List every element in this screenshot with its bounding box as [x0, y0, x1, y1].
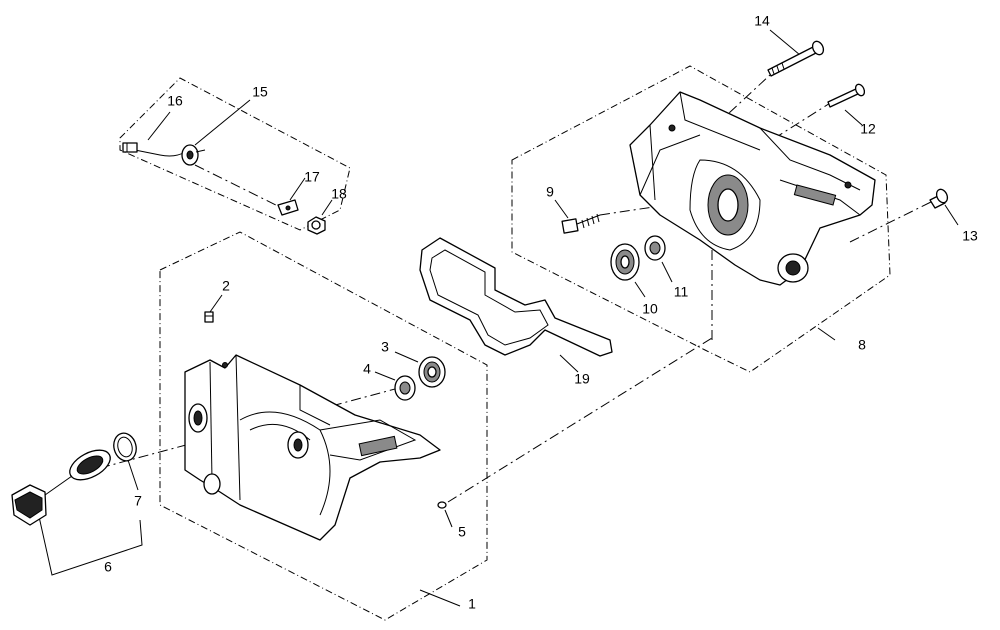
leader-8: [817, 327, 836, 341]
gasket-19: [419, 237, 613, 357]
ignition-wire-15: [134, 144, 206, 166]
axis-pin-5: [447, 337, 713, 503]
label-part-12: 12: [860, 121, 876, 137]
label-part-11: 11: [674, 284, 689, 300]
bearing-10: [610, 243, 640, 281]
crankcase-right-half: [629, 91, 876, 286]
leader-1: [419, 589, 461, 607]
label-part-17: 17: [304, 169, 320, 185]
axis-ignition: [194, 164, 291, 213]
seal-11: [644, 235, 666, 261]
leader-9: [554, 199, 569, 219]
leader-17: [289, 177, 306, 201]
leader-16: [147, 111, 171, 141]
terminal-16: [122, 142, 138, 153]
screw-9: [561, 213, 601, 234]
leader-6: [37, 511, 143, 576]
crankcase-left-half: [184, 354, 441, 541]
leader-14: [769, 29, 801, 56]
pin-5: [437, 501, 447, 509]
leader-7: [127, 459, 139, 491]
ignition-wire-group-outline: [119, 77, 351, 231]
label-part-14: 14: [754, 13, 770, 29]
label-part-16: 16: [167, 93, 183, 109]
leader-10: [634, 281, 646, 298]
cap-assembly-6: [11, 449, 111, 526]
ring-7: [113, 432, 137, 462]
label-part-7: 7: [134, 493, 142, 509]
label-part-15: 15: [252, 84, 268, 100]
leader-18: [321, 199, 333, 216]
label-part-18: 18: [331, 186, 347, 202]
leader-2: [209, 294, 223, 313]
crankcase-right-group-outline: [511, 65, 891, 373]
label-part-19: 19: [574, 371, 590, 387]
leader-12: [844, 109, 863, 126]
screw-2: [204, 311, 214, 323]
leader-13: [944, 204, 959, 226]
leader-19: [559, 354, 579, 373]
label-part-6: 6: [104, 559, 112, 575]
seal-4: [394, 375, 416, 401]
bolt-13: [929, 188, 949, 209]
leader-5: [444, 509, 453, 528]
axis-bolt-13: [849, 199, 936, 243]
label-part-3: 3: [381, 339, 389, 355]
nut-18: [307, 216, 326, 235]
crankcase-left-group-outline: [159, 231, 488, 621]
label-part-4: 4: [363, 361, 371, 377]
label-part-10: 10: [642, 301, 658, 317]
leader-15: [194, 99, 251, 146]
label-part-5: 5: [458, 524, 466, 540]
label-part-9: 9: [546, 184, 554, 200]
label-part-1: 1: [468, 596, 476, 612]
bolt-12: [827, 83, 866, 108]
leader-11: [661, 261, 673, 283]
label-part-2: 2: [222, 278, 230, 294]
label-part-13: 13: [962, 228, 978, 244]
label-part-8: 8: [858, 337, 866, 353]
bearing-3: [418, 356, 446, 388]
leader-4: [374, 371, 396, 381]
plate-17: [277, 199, 299, 216]
bolt-14: [767, 40, 825, 77]
leader-3: [394, 351, 419, 363]
